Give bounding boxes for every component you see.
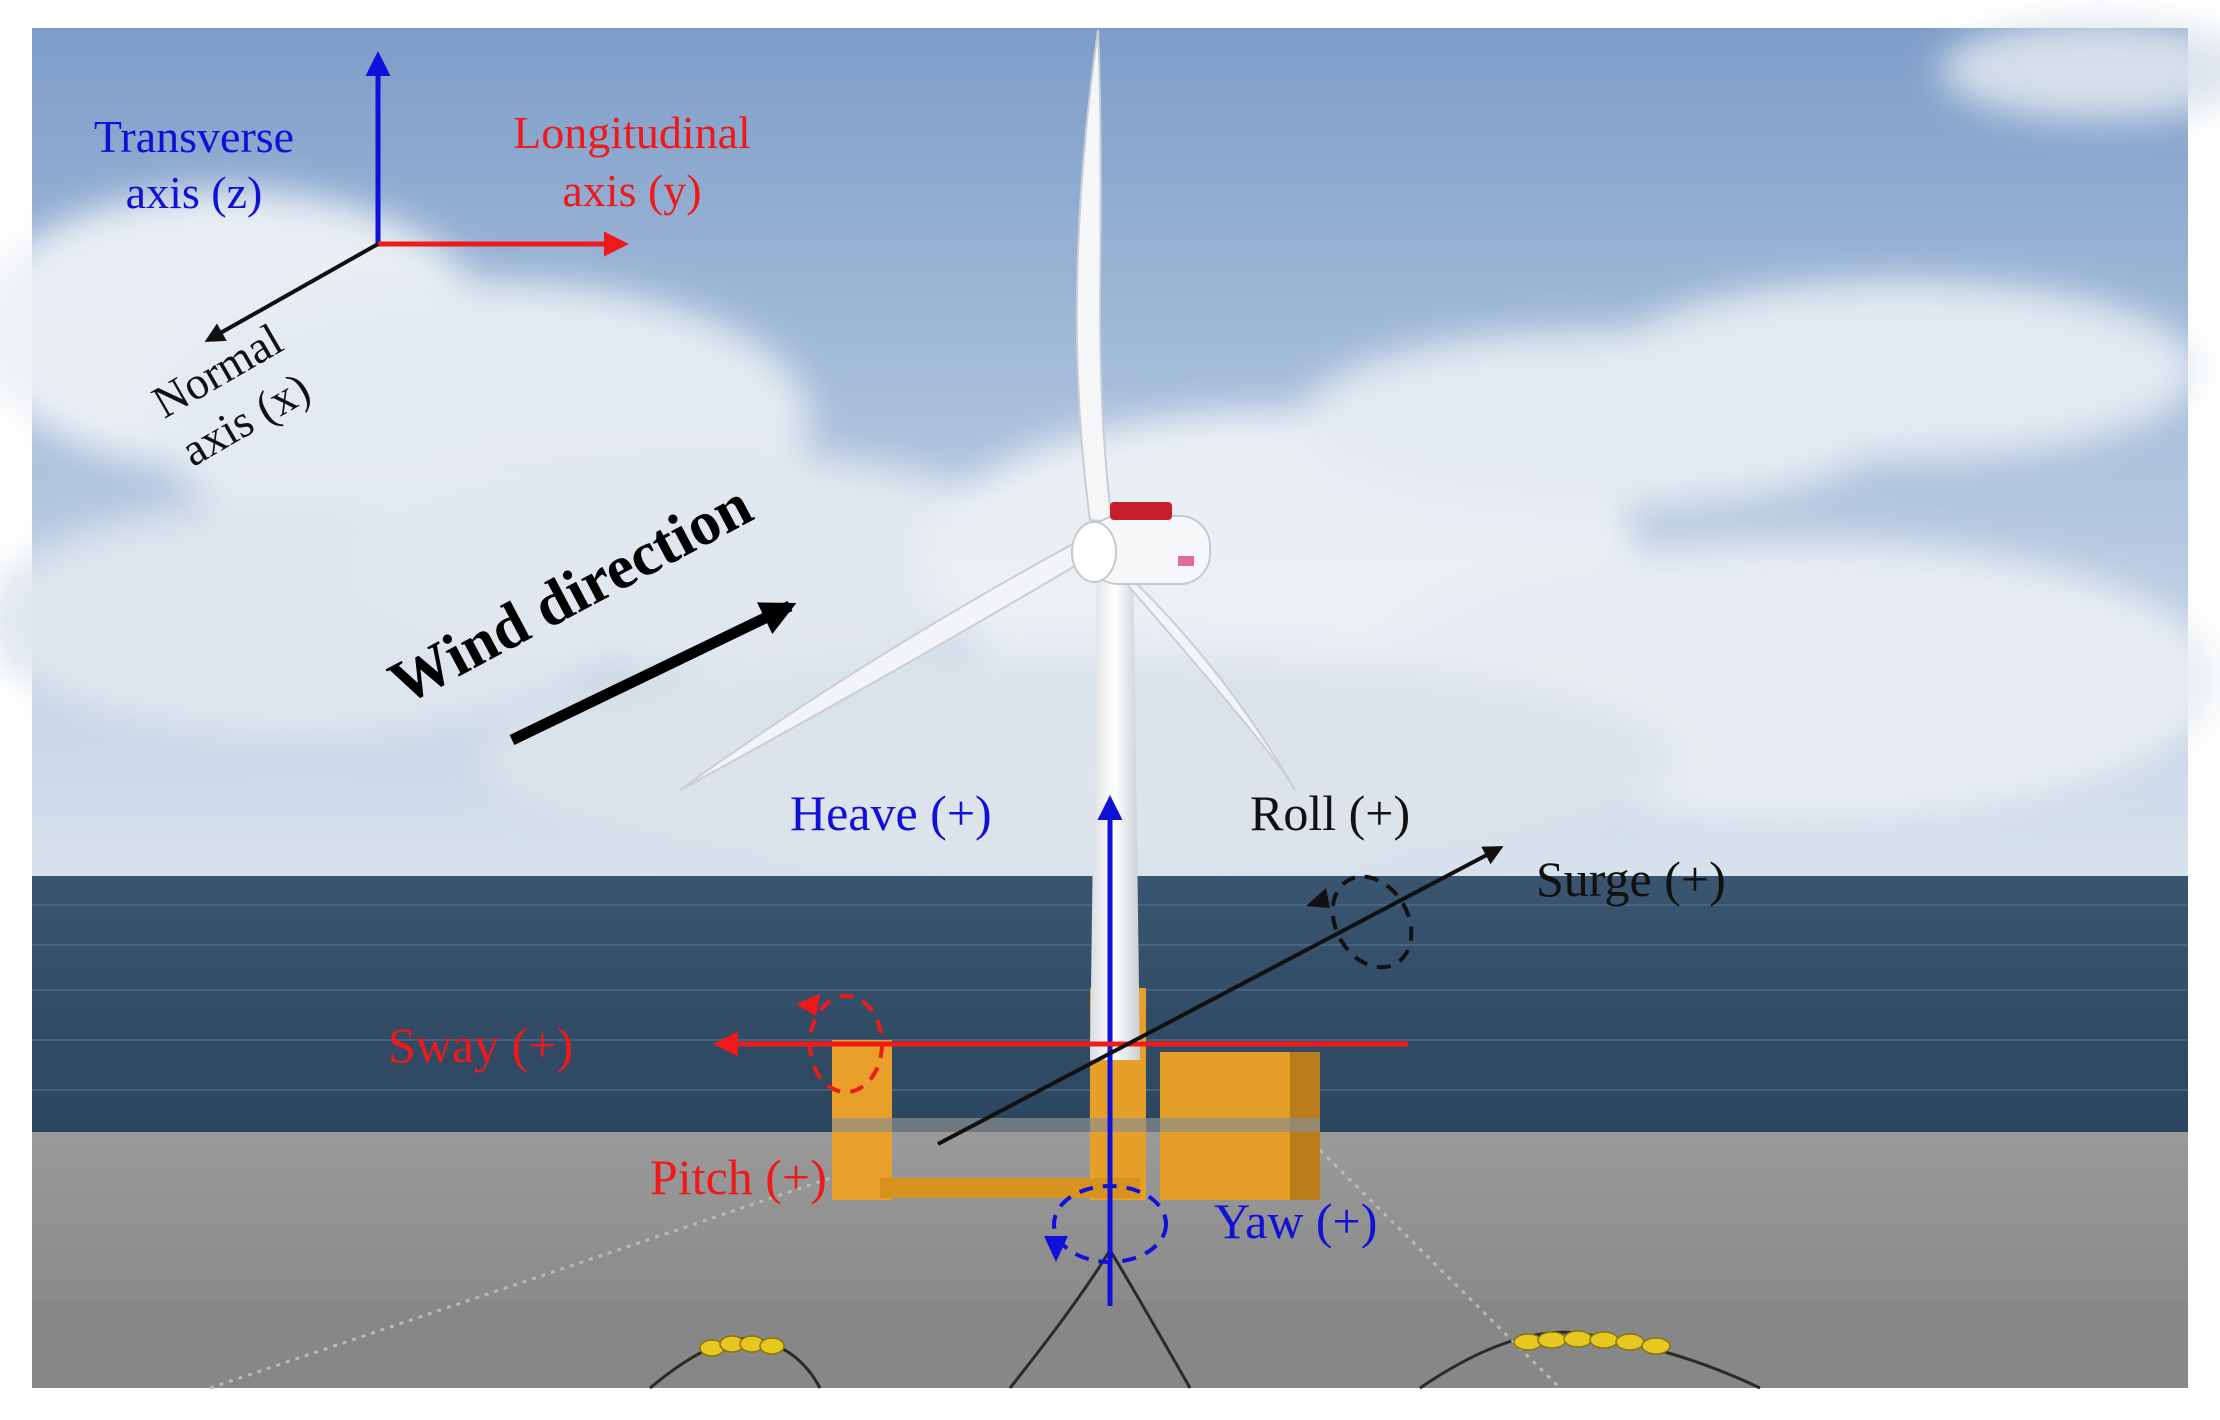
yaw-rotation-arrowhead (1044, 1236, 1068, 1262)
mooring-buoys (699, 1330, 1671, 1357)
tower (1090, 548, 1140, 1060)
longitudinal-axis-label-2: axis (y) (562, 165, 701, 216)
roll-rotation-indicator (1330, 874, 1414, 970)
hub (1071, 521, 1117, 583)
roll-label: Roll (+) (1250, 785, 1410, 841)
sway-rotation-indicator (808, 994, 884, 1094)
blade-up (1075, 29, 1114, 524)
pitch-label: Pitch (+) (650, 1149, 827, 1205)
yaw-rotation-indicator (1052, 1184, 1168, 1264)
blade-left (679, 538, 1087, 791)
wind-arrow (509, 601, 797, 745)
normal-axis-arrow (204, 242, 379, 342)
surge-arrow (937, 846, 1504, 1146)
surge-label: Surge (+) (1536, 851, 1726, 907)
floating-platform (832, 988, 1320, 1200)
motion-axes (713, 795, 1504, 1306)
seabed-lower (32, 1300, 2188, 1388)
longitudinal-axis-label: Longitudinal (513, 107, 751, 158)
sway-label: Sway (+) (388, 1017, 573, 1073)
heave-label: Heave (+) (790, 785, 992, 841)
transverse-axis-label: Transverse (94, 111, 294, 162)
blade-right (1111, 559, 1296, 791)
roll-rotation-arrowhead (1306, 888, 1330, 908)
transverse-axis-label-2: axis (z) (126, 167, 263, 218)
nacelle-equipment (1110, 502, 1172, 520)
sway-rotation-arrowhead (796, 994, 820, 1016)
yaw-label: Yaw (+) (1214, 1193, 1377, 1249)
coordinate-axes (204, 51, 629, 342)
